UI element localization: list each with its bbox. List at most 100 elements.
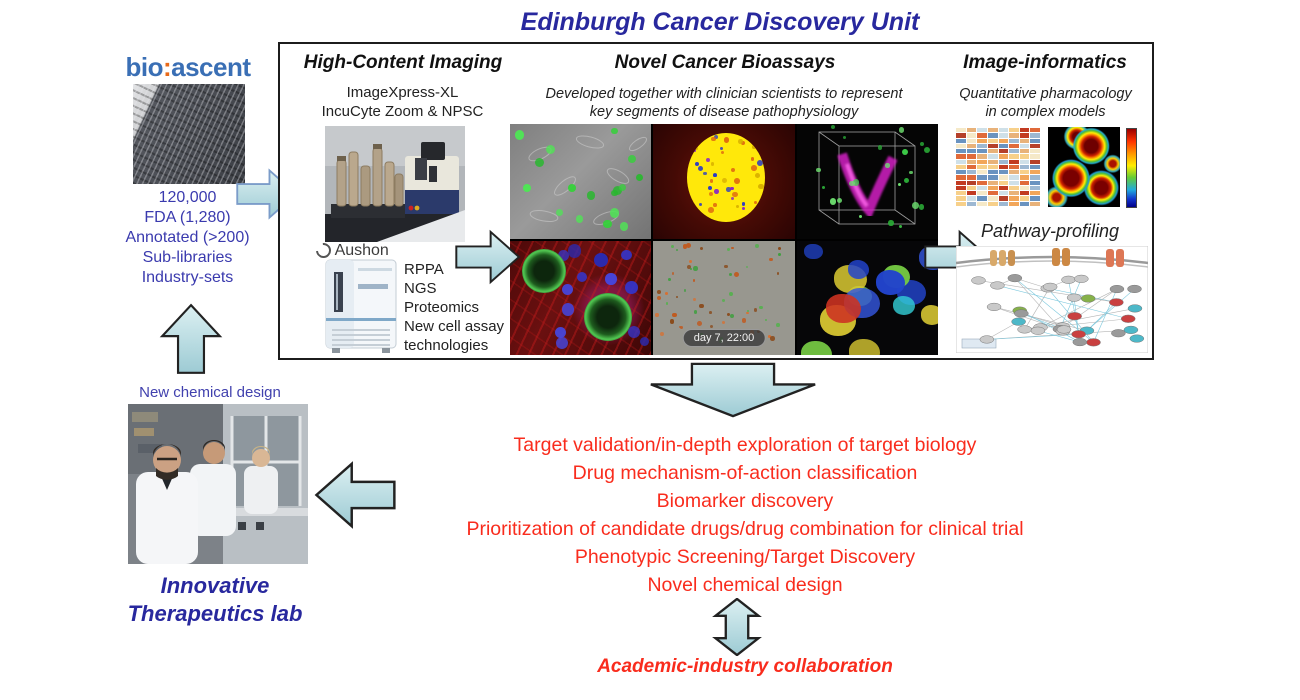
decor-dot xyxy=(624,281,638,295)
arrow-left-outcomes-to-lab-icon xyxy=(314,461,396,529)
heatmap-cell xyxy=(977,185,987,191)
decor-dot xyxy=(741,202,746,206)
decor-dot xyxy=(721,177,727,183)
heatmap-cell xyxy=(966,170,977,175)
heatmap-cell xyxy=(1030,175,1040,180)
decor-dot xyxy=(514,130,525,140)
decor-dot xyxy=(776,323,780,327)
decor-dot xyxy=(829,197,837,205)
assay-image-spheroid xyxy=(653,124,795,239)
heatmap-cell xyxy=(956,185,966,191)
heatmap-cell xyxy=(1009,164,1019,170)
decor-dot xyxy=(737,138,743,144)
decor-dot xyxy=(767,335,771,338)
heatmap-cell xyxy=(1030,133,1040,138)
imagexpress-instrument-photo xyxy=(325,126,465,242)
heatmap-cell xyxy=(966,138,977,143)
heatmap-cell xyxy=(966,175,977,180)
decor-dot xyxy=(912,202,919,209)
heatmap-cell xyxy=(1019,133,1030,138)
heatmap-cell xyxy=(1030,180,1040,185)
decor-dot xyxy=(656,295,662,301)
heatmap-cell xyxy=(1009,143,1019,149)
assay-image-phase-contrast xyxy=(510,124,652,239)
decor-dot xyxy=(770,336,775,341)
decor-dot xyxy=(689,259,693,263)
heatmap-cell xyxy=(998,180,1009,185)
heatmap-cell xyxy=(1019,128,1030,133)
tech-item: RPPA xyxy=(404,261,444,278)
heatmap-cell xyxy=(987,159,998,164)
heatmap-cell xyxy=(998,196,1009,201)
tech-item: technologies xyxy=(404,337,489,354)
decor-dot xyxy=(801,340,833,355)
decor-dot xyxy=(897,182,901,186)
decor-dot xyxy=(726,187,731,192)
imaging-header: High-Content Imaging xyxy=(303,52,503,73)
decor-dot xyxy=(639,337,650,347)
heatmap-cell xyxy=(1009,185,1019,191)
decor-dot xyxy=(901,148,908,155)
bioassays-subtitle-line: key segments of disease pathophysiology xyxy=(589,104,859,120)
heatmap-cell xyxy=(977,159,987,164)
heatmap-cell xyxy=(977,149,987,154)
bioascent-logo-ascent: ascent xyxy=(171,52,251,82)
heatmap-cell xyxy=(1030,185,1040,191)
decor-dot xyxy=(899,127,905,133)
heatmap-cell xyxy=(1019,149,1030,154)
decor-dot xyxy=(680,326,684,330)
heatmap-cell xyxy=(998,164,1009,170)
decor-dot xyxy=(659,331,664,337)
green-nuclei-overlay xyxy=(510,124,651,239)
decor-dot xyxy=(561,283,573,295)
decor-dot xyxy=(656,290,661,294)
decor-dot xyxy=(756,160,763,167)
decor-dot xyxy=(731,246,734,250)
decor-dot xyxy=(919,204,925,210)
outcomes-list: Target validation/in-depth exploration o… xyxy=(395,431,1095,599)
outcome-line: Novel chemical design xyxy=(647,574,843,596)
spheroid-core xyxy=(687,133,765,223)
heatmap-cell xyxy=(987,180,998,185)
tech-item: Proteomics xyxy=(404,299,480,316)
bioassay-image-grid: day 7, 22:00 xyxy=(510,124,938,355)
decor-dot xyxy=(730,167,736,172)
heatmap-cell xyxy=(956,159,966,164)
heatmap-cell xyxy=(987,164,998,170)
decor-dot xyxy=(636,173,644,182)
heatmap-cell xyxy=(998,138,1009,143)
heatmap-cell xyxy=(956,191,966,196)
decor-dot xyxy=(664,291,668,296)
heatmap-cell xyxy=(998,128,1009,133)
compound-library-stats: 120,000 FDA (1,280) Annotated (>200) Sub… xyxy=(95,188,280,288)
decor-dot xyxy=(734,177,741,184)
heatmap-cell xyxy=(1030,191,1040,196)
colorbar xyxy=(1126,128,1137,208)
heatmap-cell xyxy=(966,196,977,201)
decor-dot xyxy=(594,253,608,268)
thermal-density-map xyxy=(1048,127,1120,207)
heatmap-cell xyxy=(987,154,998,159)
decor-dot xyxy=(842,135,846,140)
heatmap-cell xyxy=(966,133,977,138)
tech-item: New cell assay xyxy=(404,318,505,335)
decor-dot xyxy=(669,319,674,324)
decor-dot xyxy=(847,260,870,279)
heatmap-cell xyxy=(956,170,966,175)
decor-dot xyxy=(714,189,719,195)
decor-dot xyxy=(710,162,715,167)
decor-dot xyxy=(628,325,641,338)
decor-dot xyxy=(885,163,890,168)
library-line: Sub-libraries xyxy=(142,249,233,266)
decor-dot xyxy=(711,136,716,142)
decor-dot xyxy=(618,183,627,192)
decor-dot xyxy=(919,141,925,146)
heatmap-cell xyxy=(1030,138,1040,143)
heatmap-cell xyxy=(966,191,977,196)
heatmap-cell xyxy=(1009,175,1019,180)
heatmap-cell xyxy=(998,149,1009,154)
heatmap-cell xyxy=(1030,201,1040,206)
heatmap-cell xyxy=(1030,164,1040,170)
informatics-header: Image-informatics xyxy=(963,52,1127,73)
decor-dot xyxy=(698,202,703,207)
